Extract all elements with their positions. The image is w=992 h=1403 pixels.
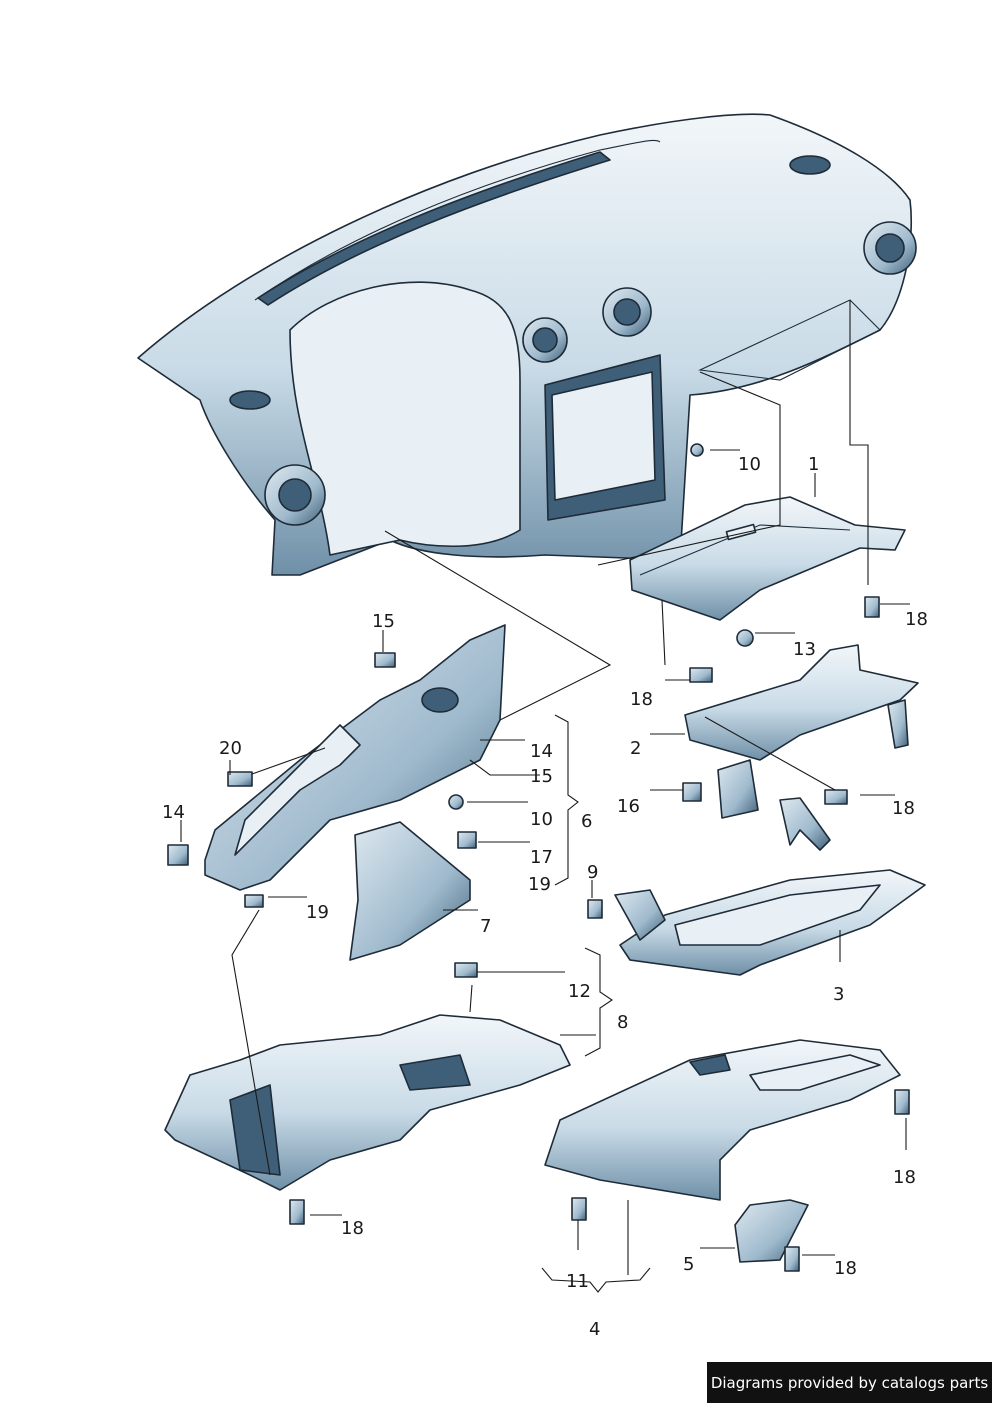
credit-banner: Diagrams provided by catalogs parts <box>707 1362 992 1403</box>
part-1-bracket <box>629 496 906 621</box>
callout-14b: 14 <box>162 802 185 823</box>
callout-16: 16 <box>617 796 640 817</box>
callout-17: 17 <box>530 847 553 868</box>
part-7-cover <box>349 821 471 961</box>
callout-19b: 19 <box>306 902 329 923</box>
callout-19a: 19 <box>528 874 551 895</box>
callout-18a: 18 <box>905 609 928 630</box>
callout-5: 5 <box>683 1254 694 1275</box>
callout-11: 11 <box>566 1271 589 1292</box>
callout-3: 3 <box>833 984 844 1005</box>
part-5-cover <box>734 1199 809 1263</box>
callout-6: 6 <box>581 811 592 832</box>
callout-20: 20 <box>219 738 242 759</box>
callout-18c: 18 <box>892 798 915 819</box>
leader-lines <box>180 300 910 1293</box>
callout-15a: 15 <box>372 611 395 632</box>
part-8-lower-panel <box>164 1014 571 1191</box>
callout-15b: 15 <box>530 766 553 787</box>
callout-18e: 18 <box>341 1218 364 1239</box>
part-4-lower-panel <box>544 1039 901 1201</box>
fasteners <box>167 443 910 1272</box>
callout-labels: 1 2 3 4 5 6 7 8 9 10 10 11 12 13 14 14 1… <box>162 454 928 1340</box>
part-3-glovebox <box>614 797 926 976</box>
callout-14a: 14 <box>530 741 553 762</box>
callout-12: 12 <box>568 981 591 1002</box>
callout-10a: 10 <box>738 454 761 475</box>
callout-7: 7 <box>480 916 491 937</box>
callout-8: 8 <box>617 1012 628 1033</box>
callout-18f: 18 <box>834 1258 857 1279</box>
callout-9: 9 <box>587 862 598 883</box>
callout-10b: 10 <box>530 809 553 830</box>
credit-text: Diagrams provided by catalogs parts <box>710 1373 989 1392</box>
callout-4: 4 <box>589 1319 600 1340</box>
callout-18d: 18 <box>893 1167 916 1188</box>
callout-1: 1 <box>808 454 819 475</box>
callout-13: 13 <box>793 639 816 660</box>
callout-2: 2 <box>630 738 641 759</box>
dashboard-assembly <box>137 113 917 576</box>
part-2-bracket <box>684 644 919 819</box>
callout-18b: 18 <box>630 689 653 710</box>
